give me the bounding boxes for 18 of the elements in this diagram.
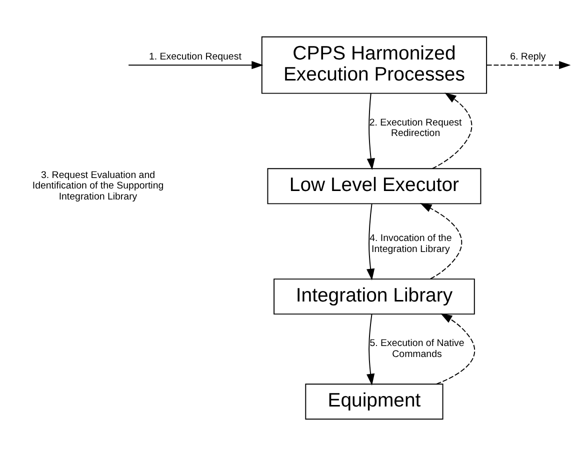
edge-label: 5. Execution of Native Commands [370, 338, 464, 360]
arrow [128, 60, 264, 69]
arrow [366, 313, 375, 385]
edge-label: 2. Execution Request Redirection [369, 116, 462, 139]
edge-label: 6. Reply [510, 50, 546, 62]
node-box: Equipment [305, 383, 444, 420]
edge-label: 1. Execution Request [149, 50, 242, 62]
arrow [432, 92, 472, 169]
arrow [366, 202, 375, 280]
node-box: Low Level Executor [267, 168, 482, 204]
node-box: Integration Library [274, 278, 475, 314]
node-box: CPPS Harmonized Execution Processes [261, 36, 488, 94]
arrow [420, 202, 462, 279]
edge-label: 4. Invocation of the Integration Library [370, 232, 452, 254]
arrow [486, 60, 571, 69]
arrow [366, 92, 375, 170]
arrow [436, 312, 476, 384]
label: 3. Request Evaluation and Identification of the Supporting Integration Library [32, 169, 164, 202]
